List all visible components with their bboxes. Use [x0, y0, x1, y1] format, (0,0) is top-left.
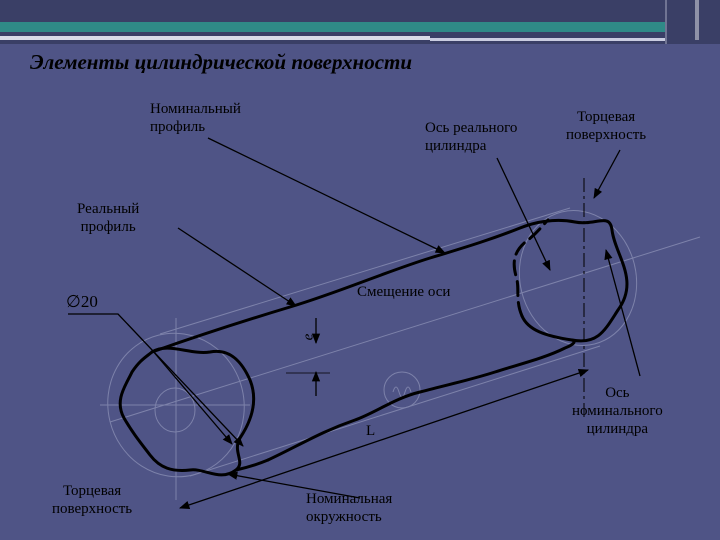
label-nominal-axis: Ось номинального цилиндра: [572, 385, 663, 437]
label-nominal-profile: Номинальный профиль: [150, 101, 241, 135]
header-accent-stripe: [0, 22, 720, 32]
real-profile-top-edge: [150, 218, 577, 354]
leader-axis-offset: [604, 248, 641, 377]
label-real-profile: Реальный профиль: [77, 201, 140, 235]
label-end-surface-bottom: Торцевая поверхность: [52, 483, 133, 517]
nominal-generatrix-top: [159, 207, 571, 335]
label-length: L: [366, 423, 376, 439]
inner-circle-left: [154, 387, 196, 433]
leader-length: [151, 349, 233, 445]
label-offset-e: e: [300, 333, 317, 341]
label-nominal-circle: Номинальная окружность: [306, 491, 393, 525]
header-rule: [0, 36, 430, 40]
label-real-axis: Ось реального цилиндра: [425, 120, 518, 154]
dimension-length-line: [179, 369, 589, 509]
nominal-circle-right: [518, 210, 638, 346]
leader-real-axis: [496, 157, 551, 271]
label-end-surface-top: Торцевая поверхность: [566, 109, 647, 143]
leader-nominal-profile: [207, 137, 446, 254]
real-profile-right-end: [520, 219, 629, 343]
leader-real-profile: [177, 227, 297, 307]
leader-lines: [68, 137, 641, 509]
diameter-value: 20: [80, 292, 98, 311]
real-profile-right-end-dashed: [512, 218, 550, 318]
slide-header-bar: [0, 0, 720, 44]
slide-title: Элементы цилиндрической поверхности: [30, 50, 413, 74]
header-rule-right: [430, 38, 665, 41]
diameter-symbol-icon: ∅: [66, 292, 81, 311]
label-axis-offset: Смещение оси: [357, 284, 451, 300]
leader-end-surface-top: [593, 149, 621, 199]
label-diameter: ∅20: [66, 292, 98, 312]
header-corner-block: [665, 0, 720, 44]
